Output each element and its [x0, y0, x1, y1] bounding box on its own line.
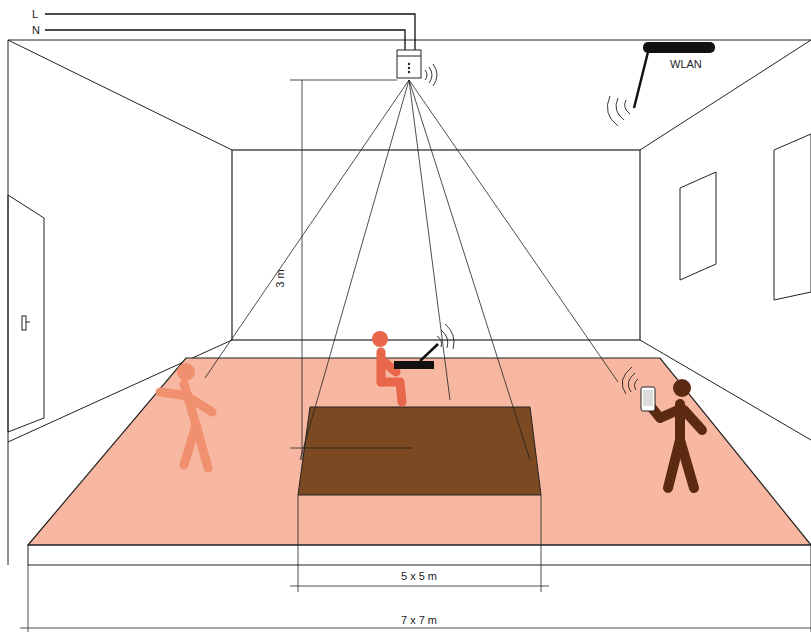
dimension-label: 3 m [274, 267, 287, 289]
dimension-label: 5 x 5 m [399, 570, 439, 583]
wire-label: N [30, 24, 42, 37]
dimension-label: 7 x 7 m [399, 614, 439, 627]
device-label: WLAN [668, 58, 704, 71]
wire-label: L [30, 8, 40, 21]
